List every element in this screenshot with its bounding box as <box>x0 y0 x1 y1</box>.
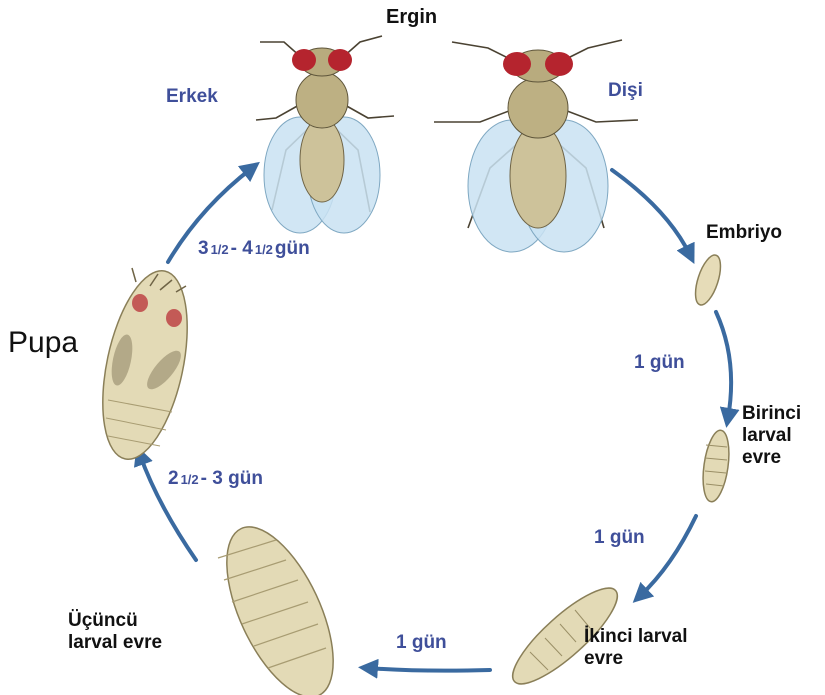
duration-second-to-third: 1 gün <box>396 632 447 654</box>
first-larval-line-1: Birinci <box>742 403 801 425</box>
duration-embryo-to-first: 1 gün <box>634 352 685 374</box>
first-larval-line-3: evre <box>742 447 801 469</box>
arrow-first-to-second <box>640 516 696 596</box>
pupa-illustration <box>88 263 202 467</box>
second-larval-line-1: İkinci larval <box>584 626 688 648</box>
female-fly-illustration <box>434 40 638 252</box>
second-larval-line-2: evre <box>584 648 688 670</box>
male-label: Erkek <box>166 86 218 108</box>
arrow-adult-to-embryo <box>612 170 690 255</box>
adult-title: Ergin <box>386 6 437 29</box>
arrow-embryo-to-first <box>716 312 731 418</box>
first-larva-illustration <box>699 429 733 504</box>
embryo-label: Embriyo <box>706 222 782 244</box>
pupa-label: Pupa <box>8 326 78 361</box>
arrow-second-to-third <box>368 668 490 671</box>
duration-first-to-second: 1 gün <box>594 527 645 549</box>
first-larval-label: Birinci larval evre <box>742 403 801 469</box>
third-larval-label: Üçüncü larval evre <box>68 610 162 654</box>
embryo-illustration <box>690 252 725 308</box>
third-larval-line-1: Üçüncü <box>68 610 162 632</box>
third-larva-illustration <box>205 512 355 695</box>
male-fly-illustration <box>256 36 394 233</box>
first-larval-line-2: larval <box>742 425 801 447</box>
third-larval-line-2: larval evre <box>68 632 162 654</box>
female-label: Dişi <box>608 80 643 102</box>
second-larval-label: İkinci larval evre <box>584 626 688 670</box>
